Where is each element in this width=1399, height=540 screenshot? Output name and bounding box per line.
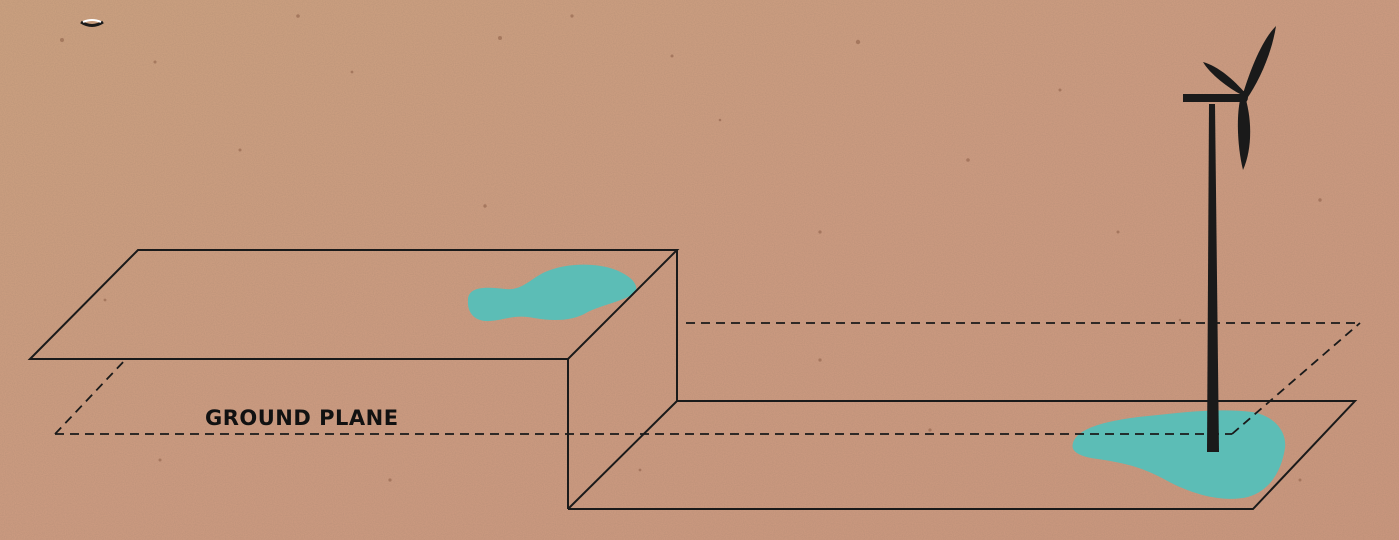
- background-speckles: [60, 14, 1322, 482]
- arc-mark-icon: [80, 19, 104, 27]
- wind-turbine-icon: [1183, 26, 1276, 452]
- lower-water-pool: [1072, 410, 1286, 499]
- ground-plane-label: GROUND PLANE: [205, 406, 399, 430]
- lower-plane: [567, 400, 1358, 510]
- upper-water-pool: [467, 264, 637, 322]
- raised-plateau-box: [27, 249, 680, 509]
